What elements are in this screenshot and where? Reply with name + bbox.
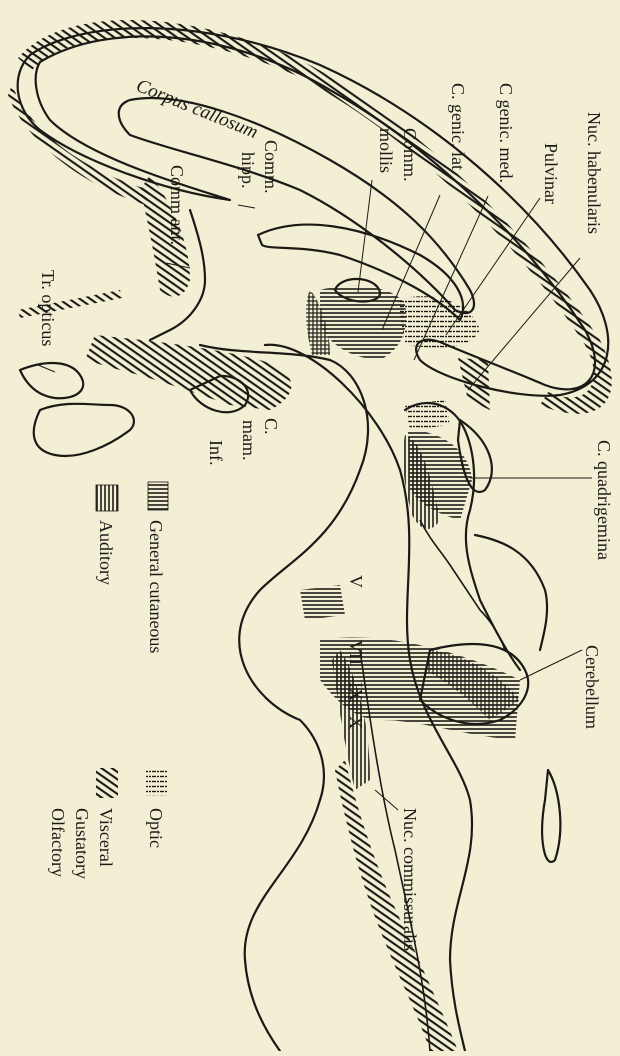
brainstem-visceral-hatch (335, 760, 458, 1051)
legend-swatch-visceral (96, 768, 118, 798)
leader-nuc-commissuralis (375, 790, 398, 810)
legend-item-optic: Optic (146, 768, 168, 848)
legend-label-visceral: Visceral (96, 808, 116, 867)
legend-label-gustatory: Gustatory (72, 808, 92, 879)
label-comm-hipp-1: Comm. (261, 140, 281, 194)
v-nucleus-hatch (300, 585, 345, 620)
label-c-mam-1: C. (261, 418, 281, 435)
label-pulvinar: Pulvinar (541, 143, 561, 204)
legend-label-optic: Optic (146, 808, 166, 848)
legend-swatch-general-cutaneous (148, 482, 168, 510)
label-nuc-commissuralis: Nuc. commissuralis (400, 808, 420, 951)
label-comm-ant: Comm ant. (167, 165, 187, 245)
legend-label-general-cutaneous: General cutaneous (146, 520, 166, 653)
thalamic-cutaneous-hatch (320, 286, 406, 360)
label-c-quadrigemina: C. quadrigemina (594, 440, 614, 560)
legend-label-olfactory: Olfactory (48, 808, 68, 877)
leader-cerebellum (520, 650, 582, 680)
label-tr-opticus: Tr. opticus (38, 270, 58, 346)
label-nuc-habenularis: Nuc. habenularis (584, 112, 604, 234)
label-nerve-vii: VII (346, 640, 366, 665)
legend-item-visceral: Visceral Gustatory Olfactory (48, 768, 118, 879)
legend-item-auditory: Auditory (96, 485, 118, 585)
olfactory-stripe-hatch (18, 290, 122, 318)
legend: General cutaneous Auditory Optic Viscera… (48, 482, 168, 879)
label-nerve-ix: IX (346, 682, 366, 701)
optic-chiasm-outline (20, 363, 83, 398)
label-comm-mollis-2: mollis (376, 128, 396, 173)
leader-comm-mollis (358, 180, 372, 292)
legend-swatch-optic (146, 768, 168, 796)
label-c-mam-2: mam. (239, 420, 259, 461)
label-comm-hipp-2: hipp. (238, 152, 258, 189)
structure-labels: Corpus callosum Nuc. habenularis Pulvina… (38, 75, 614, 951)
label-corpus-callosum: Corpus callosum (133, 75, 261, 143)
cerebellum-upper-fold (475, 535, 547, 650)
infundibulum-outline (34, 404, 134, 456)
leader-comm-hipp (238, 205, 255, 208)
quadrigemina-optic-hatch (405, 400, 450, 430)
label-nerve-v: V (346, 575, 366, 588)
legend-item-general-cutaneous: General cutaneous (146, 482, 168, 653)
label-c-genic-med: C genic. med. (496, 83, 516, 183)
label-nerve-x: X (346, 716, 366, 729)
label-cerebellum: Cerebellum (582, 645, 602, 729)
legend-swatch-auditory (96, 485, 118, 511)
legend-label-auditory: Auditory (96, 520, 116, 585)
hypothalamic-hatch (85, 335, 291, 410)
label-inf: Inf. (206, 440, 226, 466)
cc-inner-hatch (8, 85, 150, 205)
cerebellum-lower-fold (542, 770, 560, 862)
label-comm-mollis-1: Comm. (400, 128, 420, 182)
leader-tr-opticus (38, 365, 55, 372)
label-c-genic-lat: C. genic. lat. (448, 83, 468, 174)
